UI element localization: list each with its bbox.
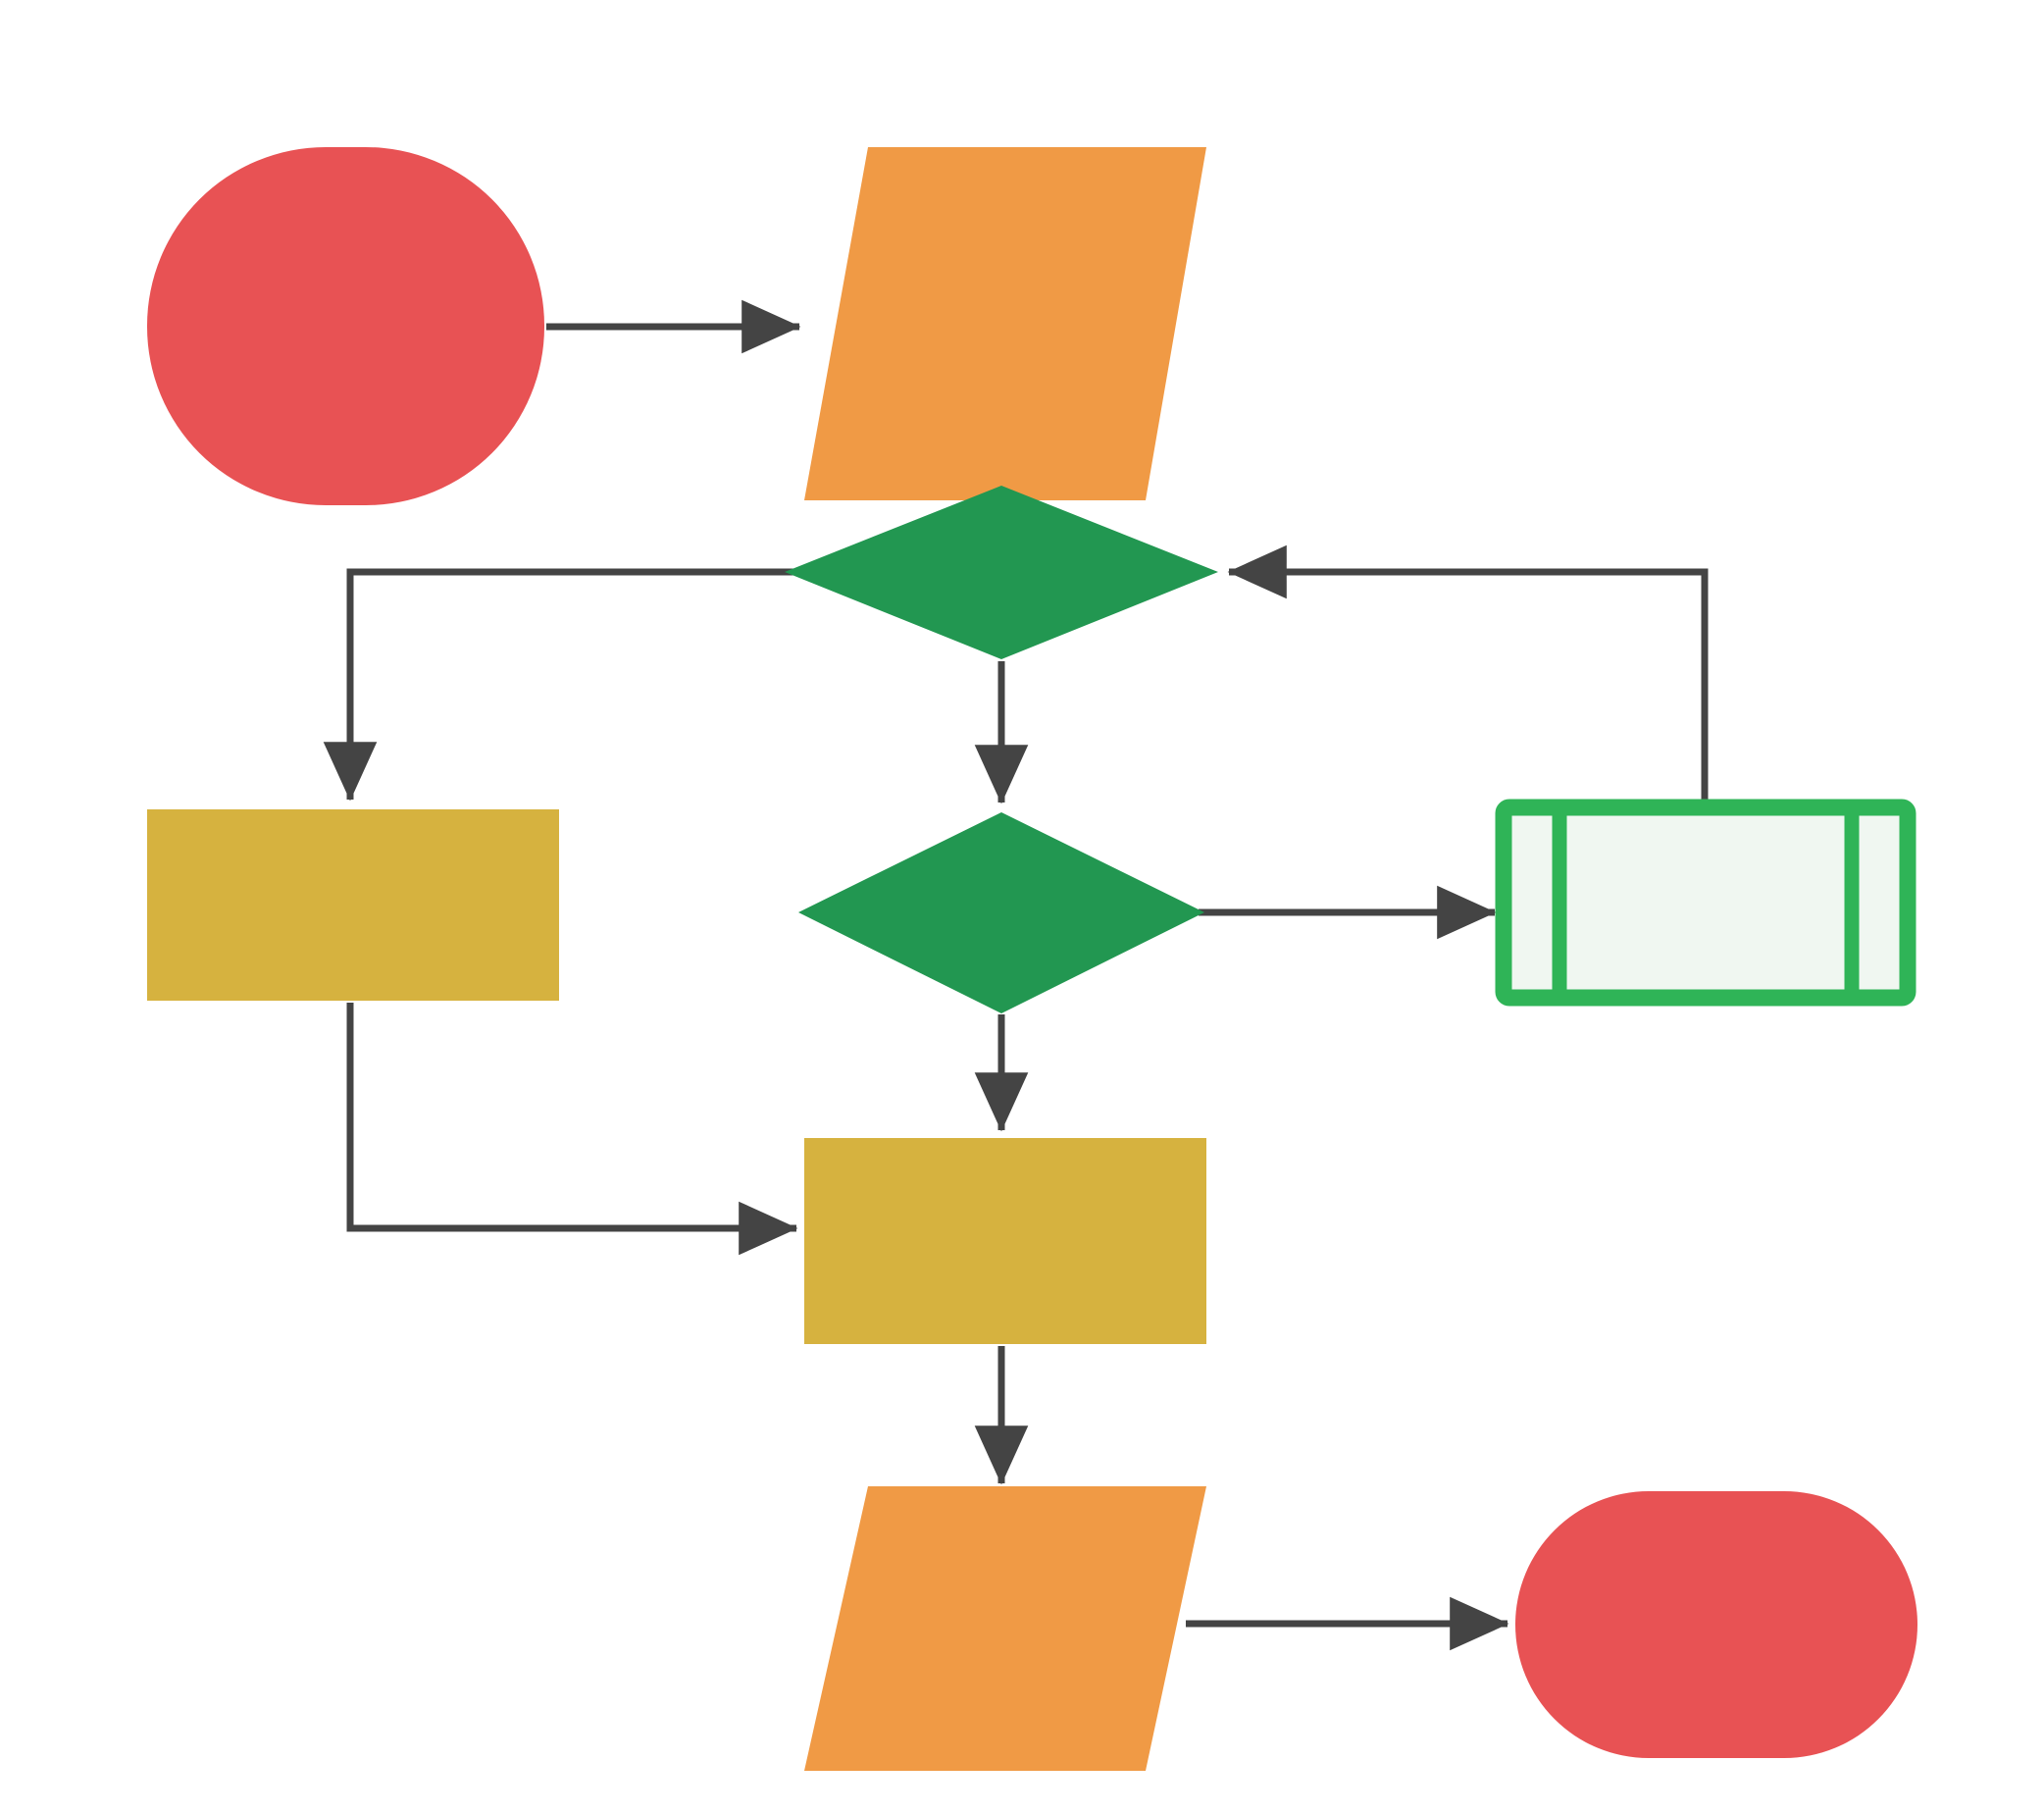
decision2-diamond-shape[interactable] (798, 812, 1204, 1013)
output-parallelogram-shape[interactable] (804, 1486, 1206, 1771)
subroutine-outer-shape[interactable] (1495, 799, 1916, 1007)
process1-rect-shape[interactable] (147, 809, 559, 1001)
node-subroutine[interactable] (1495, 799, 1916, 1007)
process2-rect-shape[interactable] (804, 1138, 1206, 1344)
end-terminator-shape[interactable] (1515, 1491, 1917, 1758)
node-process2[interactable] (804, 1138, 1206, 1344)
node-decision2[interactable] (798, 812, 1204, 1013)
start-terminator-shape[interactable] (147, 147, 544, 505)
node-start[interactable] (147, 147, 544, 505)
node-decision1[interactable] (785, 486, 1218, 659)
node-layer (147, 147, 1917, 1771)
edge-decision1-to-process1 (323, 568, 802, 802)
node-end[interactable] (1515, 1491, 1917, 1758)
node-process1[interactable] (147, 809, 559, 1001)
edge-process1-to-process2 (346, 1003, 798, 1256)
node-input[interactable] (804, 147, 1206, 500)
edge-layer (323, 299, 1709, 1651)
edge-subroutine-to-decision1 (1227, 544, 1709, 804)
decision1-diamond-shape[interactable] (785, 486, 1218, 659)
input-parallelogram-shape[interactable] (804, 147, 1206, 500)
node-output[interactable] (804, 1486, 1206, 1771)
